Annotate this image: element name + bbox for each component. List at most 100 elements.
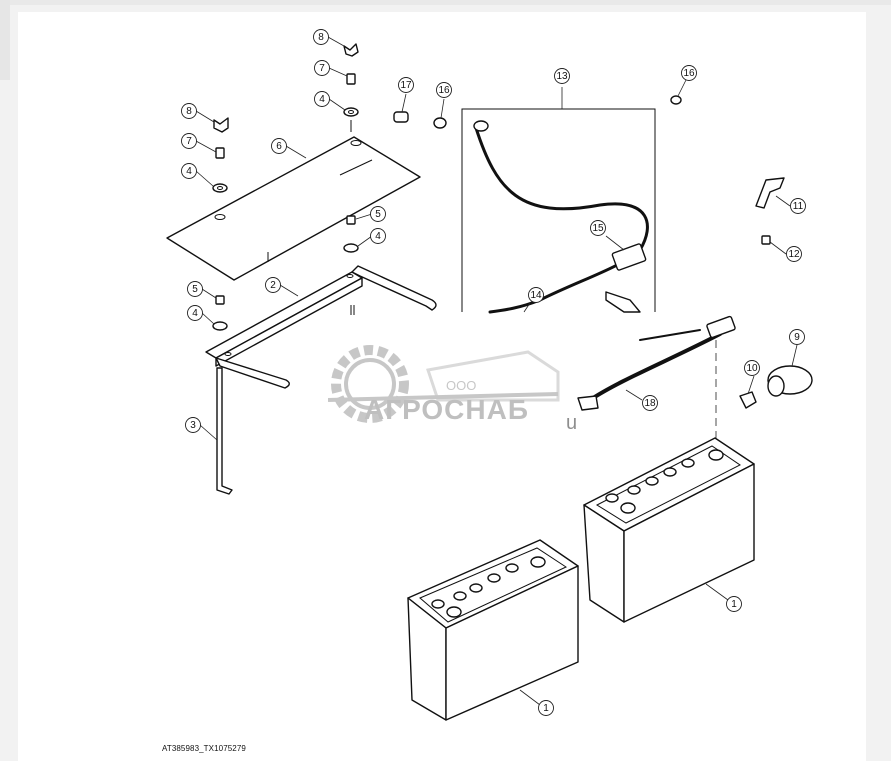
callout-bubble: [314, 60, 330, 76]
callout-4: 4: [181, 163, 197, 179]
watermark-logo: ООО АГРОСНАБ u: [327, 322, 588, 442]
callout-number: 7: [319, 63, 325, 74]
callout-16: 16: [681, 65, 697, 81]
callout-12: 12: [786, 246, 802, 262]
callout-bubble: [790, 198, 806, 214]
clip-and-bolt: [755, 177, 785, 245]
callout-bubble: [187, 305, 203, 321]
callout-bubble: [181, 163, 197, 179]
callout-4: 4: [187, 305, 203, 321]
callout-number: 4: [186, 166, 192, 177]
callout-number: 11: [793, 201, 804, 212]
callout-bubble: [370, 206, 386, 222]
callout-number: 17: [400, 80, 412, 91]
callout-number: 1: [543, 703, 549, 714]
battery-switch: [739, 365, 813, 409]
callout-1: 1: [538, 700, 554, 716]
callout-number: 3: [190, 420, 196, 431]
callout-number: 9: [794, 332, 800, 343]
callout-number: 6: [276, 141, 282, 152]
callout-10: 10: [744, 360, 760, 376]
callout-bubble: [370, 228, 386, 244]
callout-bubble: [313, 29, 329, 45]
callout-8: 8: [181, 103, 197, 119]
j-bolt: [216, 367, 233, 495]
callout-number: 18: [644, 398, 656, 409]
cover-plate: [166, 136, 421, 281]
callout-bubble: [398, 77, 414, 93]
callout-number: 4: [375, 231, 381, 242]
callout-number: 7: [186, 136, 192, 147]
callout-number: 4: [192, 308, 198, 319]
callout-bubble: [590, 220, 606, 236]
callout-number: 15: [592, 223, 604, 234]
callout-bubble: [744, 360, 760, 376]
callout-bubble: [786, 246, 802, 262]
callout-7: 7: [314, 60, 330, 76]
callout-16: 16: [436, 82, 452, 98]
callout-number: 5: [192, 284, 198, 295]
callout-11: 11: [790, 198, 806, 214]
callout-14: 14: [528, 287, 544, 303]
callout-bubble: [271, 138, 287, 154]
callout-number: 16: [683, 68, 695, 79]
callout-bubble: [538, 700, 554, 716]
watermark-suffix: u: [566, 412, 578, 434]
callout-number: 10: [746, 363, 758, 374]
cable-inset: [461, 87, 656, 314]
callout-number: 16: [438, 85, 450, 96]
battery-back: [583, 437, 755, 623]
callout-bubble: [789, 329, 805, 345]
callout-bubble: [726, 596, 742, 612]
hardware-stack-mid: [212, 215, 359, 331]
callout-bubble: [265, 277, 281, 293]
hardware-stack-top: [343, 43, 359, 132]
gear-logo-icon: [327, 345, 560, 423]
callout-number: 8: [186, 106, 192, 117]
callout-1: 1: [726, 596, 742, 612]
terminal-fittings: [393, 95, 682, 129]
callout-number: 2: [270, 280, 276, 291]
callout-18: 18: [642, 395, 658, 411]
top-bar: [0, 0, 891, 5]
callout-6: 6: [271, 138, 287, 154]
callout-4: 4: [370, 228, 386, 244]
callout-8: 8: [313, 29, 329, 45]
callout-2: 2: [265, 277, 281, 293]
callout-15: 15: [590, 220, 606, 236]
callout-3: 3: [185, 417, 201, 433]
callout-bubble: [436, 82, 452, 98]
callout-7: 7: [181, 133, 197, 149]
callout-5: 5: [370, 206, 386, 222]
callout-number: 4: [319, 94, 325, 105]
callout-bubble: [187, 281, 203, 297]
callout-bubble: [185, 417, 201, 433]
callout-5: 5: [187, 281, 203, 297]
callout-4: 4: [314, 91, 330, 107]
battery-front: [407, 539, 579, 721]
callout-bubble: [528, 287, 544, 303]
callout-bubble: [314, 91, 330, 107]
callout-bubble: [181, 133, 197, 149]
callout-9: 9: [789, 329, 805, 345]
callout-number: 12: [788, 249, 800, 260]
battery-bracket: [205, 265, 437, 389]
watermark-prefix: ООО: [446, 378, 477, 393]
figure-caption: AT385983_TX1075279: [162, 744, 246, 753]
jumper-cable: [577, 315, 736, 440]
callout-bubble: [181, 103, 197, 119]
watermark-brand: АГРОСНАБ: [364, 394, 529, 425]
left-strip: [0, 0, 10, 80]
callout-bubble: [554, 68, 570, 84]
hardware-stack-left: [212, 117, 229, 193]
callout-17: 17: [398, 77, 414, 93]
callout-number: 1: [731, 599, 737, 610]
callout-13: 13: [554, 68, 570, 84]
leader-lines: [195, 36, 798, 706]
callout-bubble: [681, 65, 697, 81]
callout-bubble: [642, 395, 658, 411]
callout-number: 8: [318, 32, 324, 43]
